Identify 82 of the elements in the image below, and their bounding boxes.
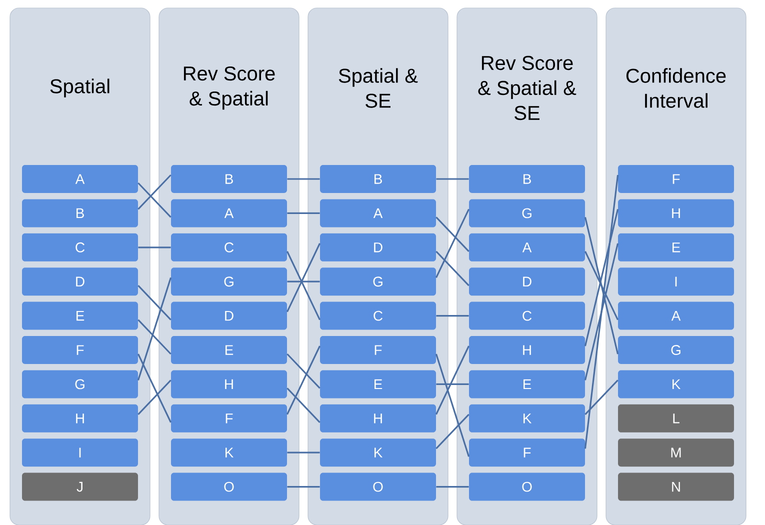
connector-line bbox=[138, 319, 172, 355]
connector-line bbox=[584, 174, 619, 449]
letter-box: G bbox=[320, 268, 436, 296]
connector-line bbox=[286, 243, 321, 312]
connector-line bbox=[287, 178, 320, 180]
letter-box: O bbox=[469, 472, 585, 501]
letter-box: C bbox=[320, 302, 436, 330]
letter-box: B bbox=[171, 165, 287, 193]
letter-box: F bbox=[22, 336, 138, 364]
letter-box: D bbox=[22, 268, 138, 296]
letter-box: H bbox=[618, 199, 734, 228]
letter-box: F bbox=[320, 336, 436, 364]
letter-box: I bbox=[22, 438, 138, 467]
letter-box: A bbox=[618, 302, 734, 330]
letter-box: A bbox=[22, 165, 138, 193]
letter-box: G bbox=[618, 336, 734, 364]
connector-line bbox=[286, 353, 320, 389]
letter-box: F bbox=[618, 165, 734, 193]
letter-box: A bbox=[469, 233, 585, 262]
letter-box: E bbox=[171, 336, 287, 364]
connector-line bbox=[286, 388, 320, 423]
connector-line bbox=[138, 174, 172, 210]
connector-line bbox=[584, 251, 619, 320]
letter-box: G bbox=[171, 268, 287, 296]
letter-box: D bbox=[171, 302, 287, 330]
letter-box: H bbox=[469, 336, 585, 364]
letter-box: J bbox=[22, 472, 138, 501]
connector-line bbox=[435, 354, 470, 457]
connector-line bbox=[436, 414, 470, 450]
letter-box: G bbox=[469, 199, 585, 228]
connector-line bbox=[436, 383, 469, 385]
letter-box: F bbox=[469, 438, 585, 467]
letter-box: D bbox=[469, 268, 585, 296]
letter-box: K bbox=[171, 438, 287, 467]
connector-line bbox=[435, 208, 470, 278]
connector-line bbox=[584, 243, 619, 380]
connector-line bbox=[286, 346, 321, 415]
letter-box: O bbox=[320, 472, 436, 501]
letter-box: B bbox=[22, 199, 138, 228]
letter-box: A bbox=[171, 199, 287, 228]
letter-box: B bbox=[320, 165, 436, 193]
letter-box: C bbox=[22, 233, 138, 262]
letter-box: C bbox=[469, 302, 585, 330]
letter-box: F bbox=[171, 404, 287, 432]
letter-box: O bbox=[171, 472, 287, 501]
connector-line bbox=[436, 250, 470, 286]
connector-line bbox=[436, 315, 469, 317]
connector-line bbox=[436, 486, 469, 488]
letter-box: H bbox=[171, 370, 287, 398]
letter-box: A bbox=[320, 199, 436, 228]
letter-box: M bbox=[618, 438, 734, 467]
connector-line bbox=[287, 280, 320, 282]
letter-box: E bbox=[618, 233, 734, 262]
connector-line bbox=[138, 285, 172, 320]
letter-box: N bbox=[618, 472, 734, 501]
connector-line bbox=[287, 212, 320, 214]
letter-box: K bbox=[618, 370, 734, 398]
connector-line bbox=[138, 246, 171, 248]
letter-box: L bbox=[618, 404, 734, 432]
letter-box: B bbox=[469, 165, 585, 193]
letter-box: I bbox=[618, 268, 734, 296]
connector-line bbox=[138, 380, 172, 415]
letter-box: H bbox=[320, 404, 436, 432]
connector-line bbox=[138, 182, 172, 218]
connector-line bbox=[435, 346, 470, 415]
connector-line bbox=[287, 452, 320, 454]
letter-box: E bbox=[22, 302, 138, 330]
letter-box: C bbox=[171, 233, 287, 262]
connector-line bbox=[137, 277, 172, 380]
connector-line bbox=[287, 486, 320, 488]
connector-line bbox=[137, 354, 172, 423]
letter-box: E bbox=[469, 370, 585, 398]
letter-box: H bbox=[22, 404, 138, 432]
letter-box: E bbox=[320, 370, 436, 398]
letter-box: G bbox=[22, 370, 138, 398]
connector-line bbox=[286, 251, 321, 320]
letter-box: K bbox=[320, 438, 436, 467]
letter-box: K bbox=[469, 404, 585, 432]
connector-line bbox=[584, 380, 618, 415]
letter-box: D bbox=[320, 233, 436, 262]
connector-line bbox=[436, 216, 470, 252]
connector-line bbox=[436, 178, 469, 180]
